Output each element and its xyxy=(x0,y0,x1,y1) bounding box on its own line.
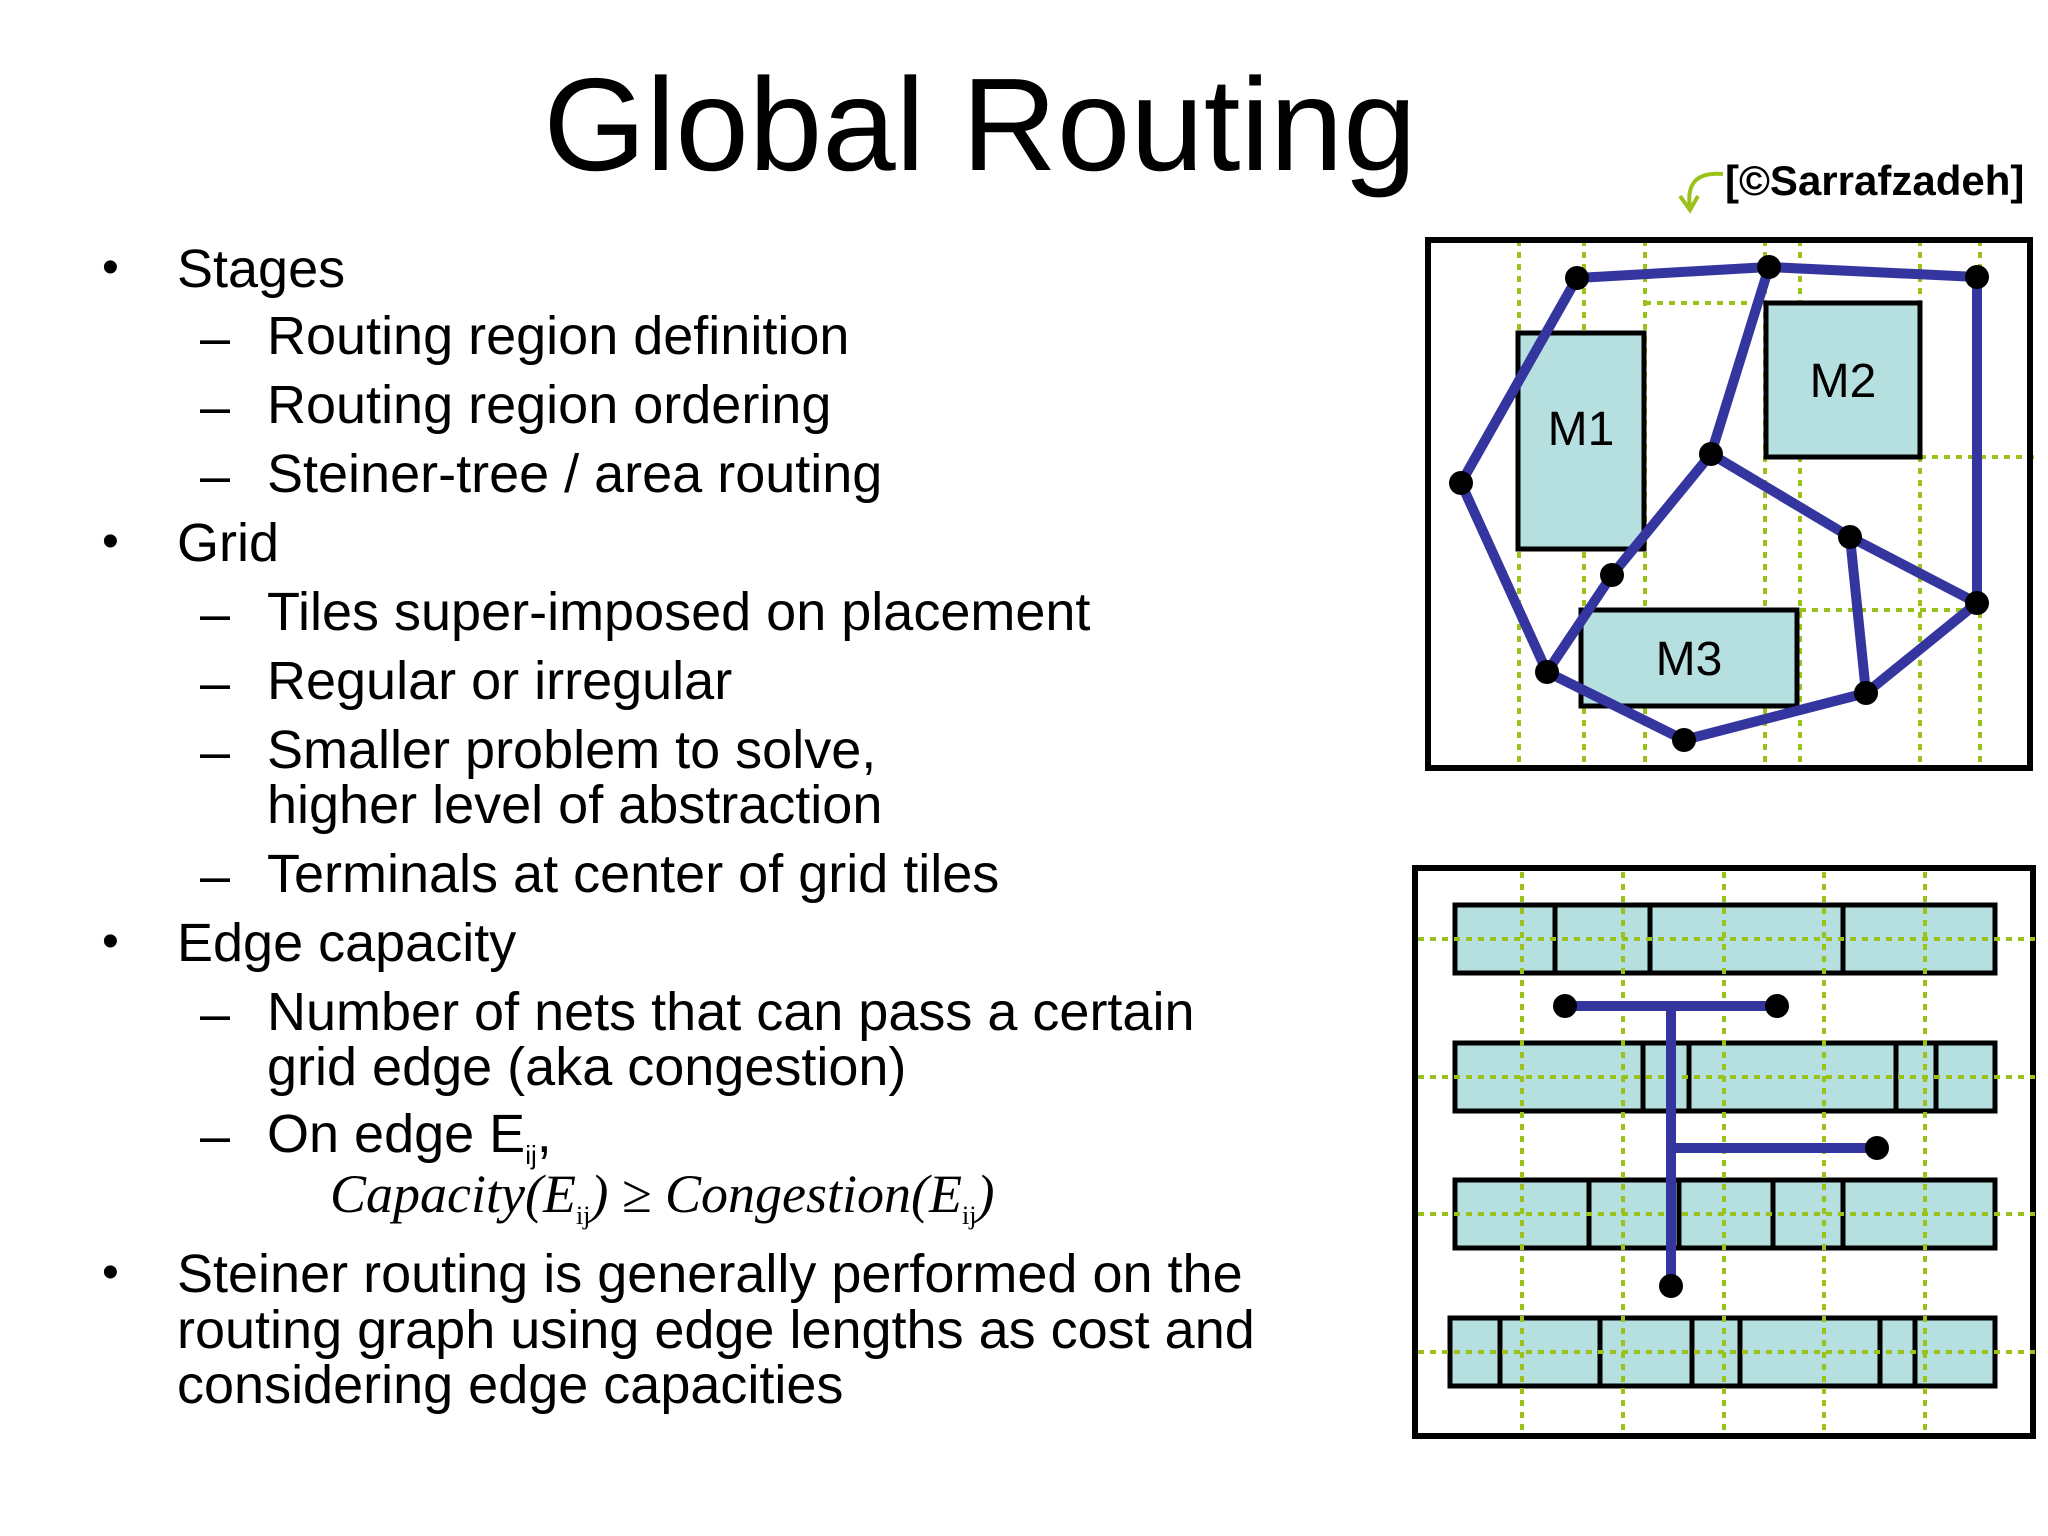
diagram-frame xyxy=(1412,865,2036,1439)
capacity-formula: Capacity(Eij) ≥ Congestion(Eij) xyxy=(330,1163,994,1231)
bullet-dot: • xyxy=(102,515,119,568)
module-m1: M1 xyxy=(1515,330,1647,552)
sub-item: Routing region definition xyxy=(267,306,850,366)
formula-part: ) ≥ Congestion(E xyxy=(590,1164,962,1224)
bullet-stages: Stages xyxy=(177,239,346,299)
terminal-dots xyxy=(1449,255,1989,752)
bullet-grid: Grid xyxy=(177,513,280,573)
module-m2: M2 xyxy=(1763,300,1923,460)
formula-subscript: ij xyxy=(575,1200,591,1230)
formula-part: Capacity(E xyxy=(330,1164,576,1224)
bullet-steiner-line: routing graph using edge lengths as cost… xyxy=(177,1300,1255,1360)
routing-diagram-top: M1 M2 M3 xyxy=(1425,237,2035,771)
dash: – xyxy=(200,984,231,1044)
bullet-steiner-line: Steiner routing is generally performed o… xyxy=(177,1244,1243,1304)
bullet-dot: • xyxy=(102,915,119,968)
sub-item-continued: grid edge (aka congestion) xyxy=(267,1037,907,1097)
credit-label: [©Sarrafzadeh] xyxy=(1725,157,2025,204)
curved-arrow-icon xyxy=(1678,171,1724,214)
dash: – xyxy=(200,722,231,782)
module-m3: M3 xyxy=(1578,607,1800,709)
bullet-dot: • xyxy=(102,241,119,294)
dash: – xyxy=(200,1106,231,1166)
dash: – xyxy=(200,308,231,368)
dash: – xyxy=(200,584,231,644)
module-label: M2 xyxy=(1810,355,1877,408)
routing-diagram-bottom xyxy=(1412,865,2036,1439)
edge-text: On edge E xyxy=(267,1104,526,1164)
dash: – xyxy=(200,446,231,506)
sub-item: Terminals at center of grid tiles xyxy=(267,844,1000,904)
sub-item: Smaller problem to solve, xyxy=(267,720,877,780)
sub-item: Steiner-tree / area routing xyxy=(267,444,883,504)
sub-item-continued: higher level of abstraction xyxy=(267,775,883,835)
formula-part: ) xyxy=(976,1164,995,1224)
edge-comma: , xyxy=(536,1104,552,1164)
sub-item: Number of nets that can pass a certain xyxy=(267,982,1195,1042)
dash: – xyxy=(200,846,231,906)
sub-item-edge: On edge Eij, xyxy=(267,1105,552,1184)
formula-subscript: ij xyxy=(961,1200,977,1230)
terminal-dots xyxy=(1553,994,1889,1298)
slide-title: Global Routing xyxy=(543,51,1417,198)
diagram-frame xyxy=(1425,237,2033,771)
steiner-net xyxy=(1565,1001,1877,1286)
bullet-list: • Stages – Routing region definition – R… xyxy=(102,239,1255,1415)
dash: – xyxy=(200,653,231,713)
edge-subscript: ij xyxy=(525,1139,537,1170)
dash: – xyxy=(200,377,231,437)
module-label: M1 xyxy=(1548,403,1615,456)
sub-item: Routing region ordering xyxy=(267,375,832,435)
module-label: M3 xyxy=(1656,633,1723,686)
bullet-edge-capacity: Edge capacity xyxy=(177,913,517,973)
bullet-steiner-line: considering edge capacities xyxy=(177,1355,844,1415)
bullet-dot: • xyxy=(102,1246,119,1299)
sub-item: Regular or irregular xyxy=(267,651,733,711)
sub-item: Tiles super-imposed on placement xyxy=(267,582,1091,642)
